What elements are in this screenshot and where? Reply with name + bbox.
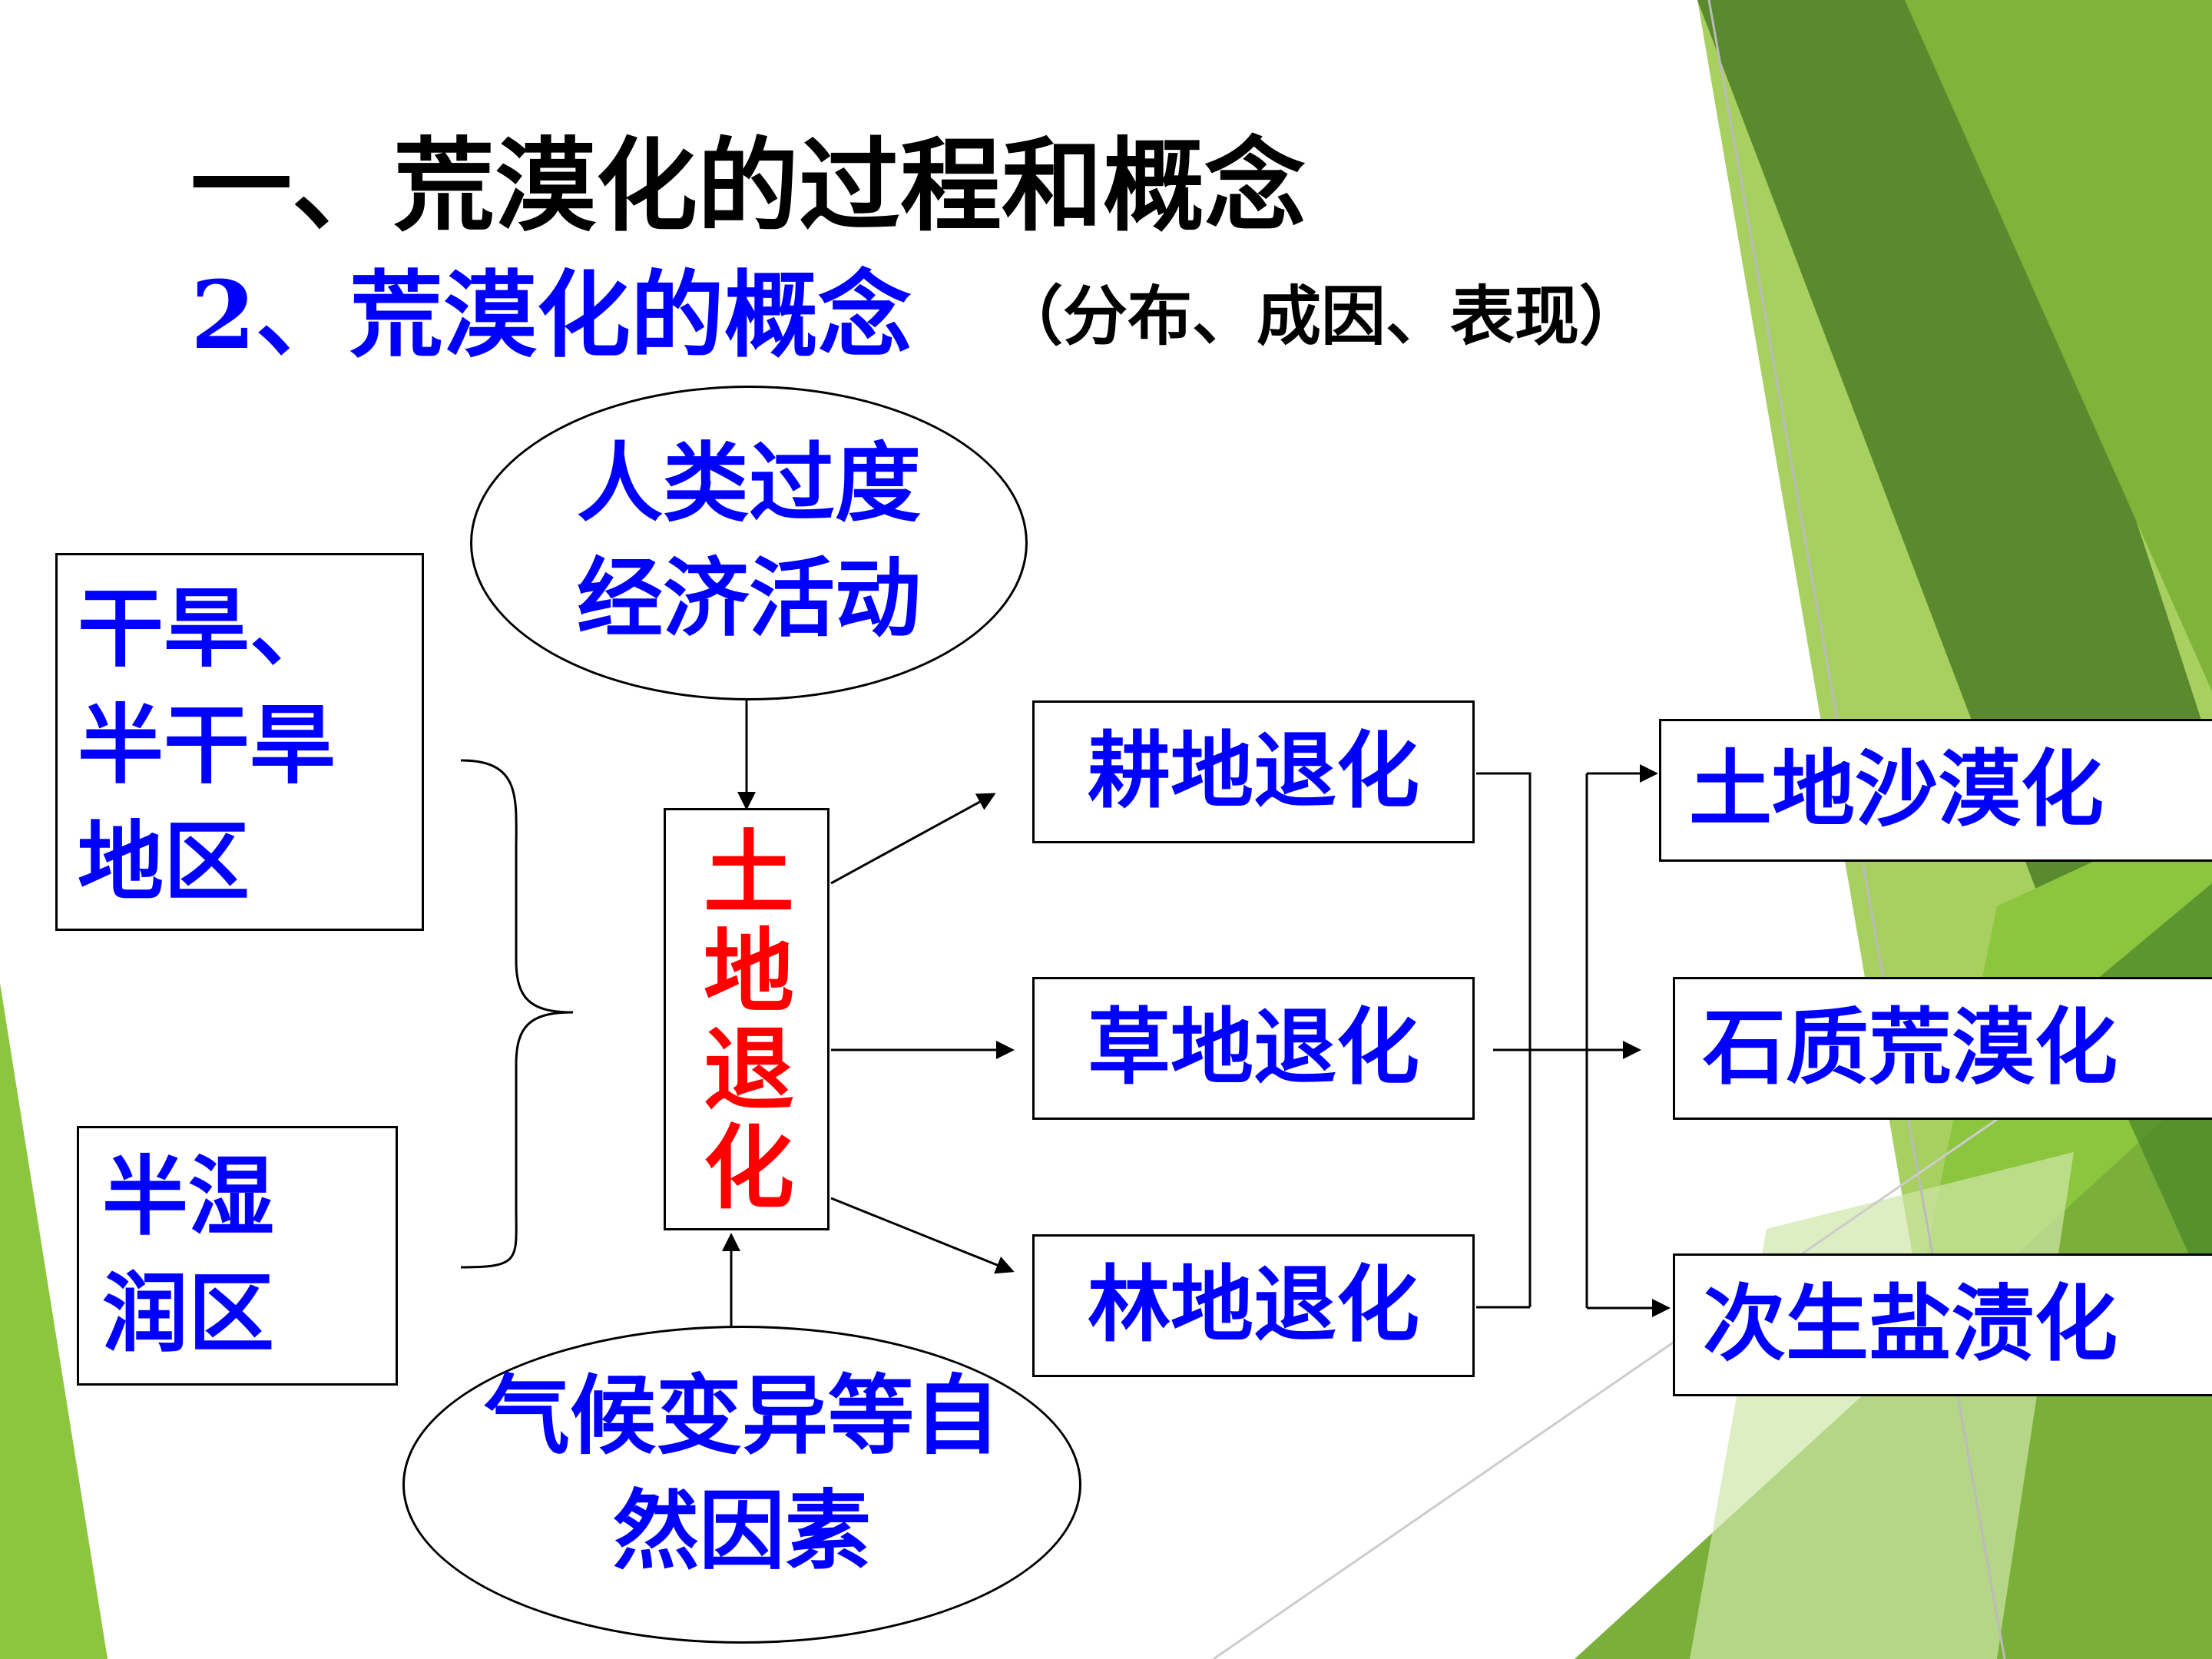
slide-title: 一、荒漠化的过程和概念 — [190, 127, 1306, 246]
node-land-degradation-label: 土地退化 — [703, 820, 794, 1221]
node-human-activity-label: 人类过度经济活动 — [577, 433, 921, 649]
node-forest-degradation: 林地退化 — [1032, 1234, 1475, 1377]
node-arid-regions: 干旱、半干旱地区 — [55, 553, 424, 931]
slide-subtitle: 2、荒漠化的概念 — [190, 260, 912, 370]
node-secondary-salinization-label: 次生盐渍化 — [1703, 1276, 2118, 1373]
node-cropland-degradation: 耕地退化 — [1032, 700, 1475, 843]
node-subhumid-regions-label: 半湿润区 — [102, 1147, 274, 1364]
arrow-center-to-forest — [830, 1197, 1015, 1274]
node-rocky-desertification-label: 石质荒漠化 — [1703, 999, 2118, 1096]
node-natural-factors: 气候变异等自然因素 — [402, 1326, 1081, 1644]
node-sandy-desertification: 土地沙漠化 — [1659, 719, 2212, 862]
node-rocky-desertification: 石质荒漠化 — [1673, 977, 2212, 1120]
node-arid-regions-label: 干旱、半干旱地区 — [78, 578, 336, 912]
node-grassland-degradation-label: 草地退化 — [1087, 999, 1419, 1096]
left-brace — [460, 759, 574, 1269]
node-natural-factors-label: 气候变异等自然因素 — [484, 1366, 1000, 1581]
node-cropland-degradation-label: 耕地退化 — [1087, 723, 1419, 820]
node-grassland-degradation: 草地退化 — [1032, 977, 1475, 1120]
node-land-degradation: 土地退化 — [664, 808, 830, 1230]
node-human-activity: 人类过度经济活动 — [470, 386, 1028, 700]
node-subhumid-regions: 半湿润区 — [77, 1126, 398, 1386]
connector-farm — [1476, 772, 1532, 1307]
node-secondary-salinization: 次生盐渍化 — [1673, 1253, 2212, 1396]
node-forest-degradation-label: 林地退化 — [1087, 1257, 1419, 1353]
node-sandy-desertification-label: 土地沙漠化 — [1689, 741, 2104, 838]
arrow-center-to-farm — [830, 793, 996, 885]
subtitle-note: （分布、成因、表现） — [998, 278, 1644, 354]
